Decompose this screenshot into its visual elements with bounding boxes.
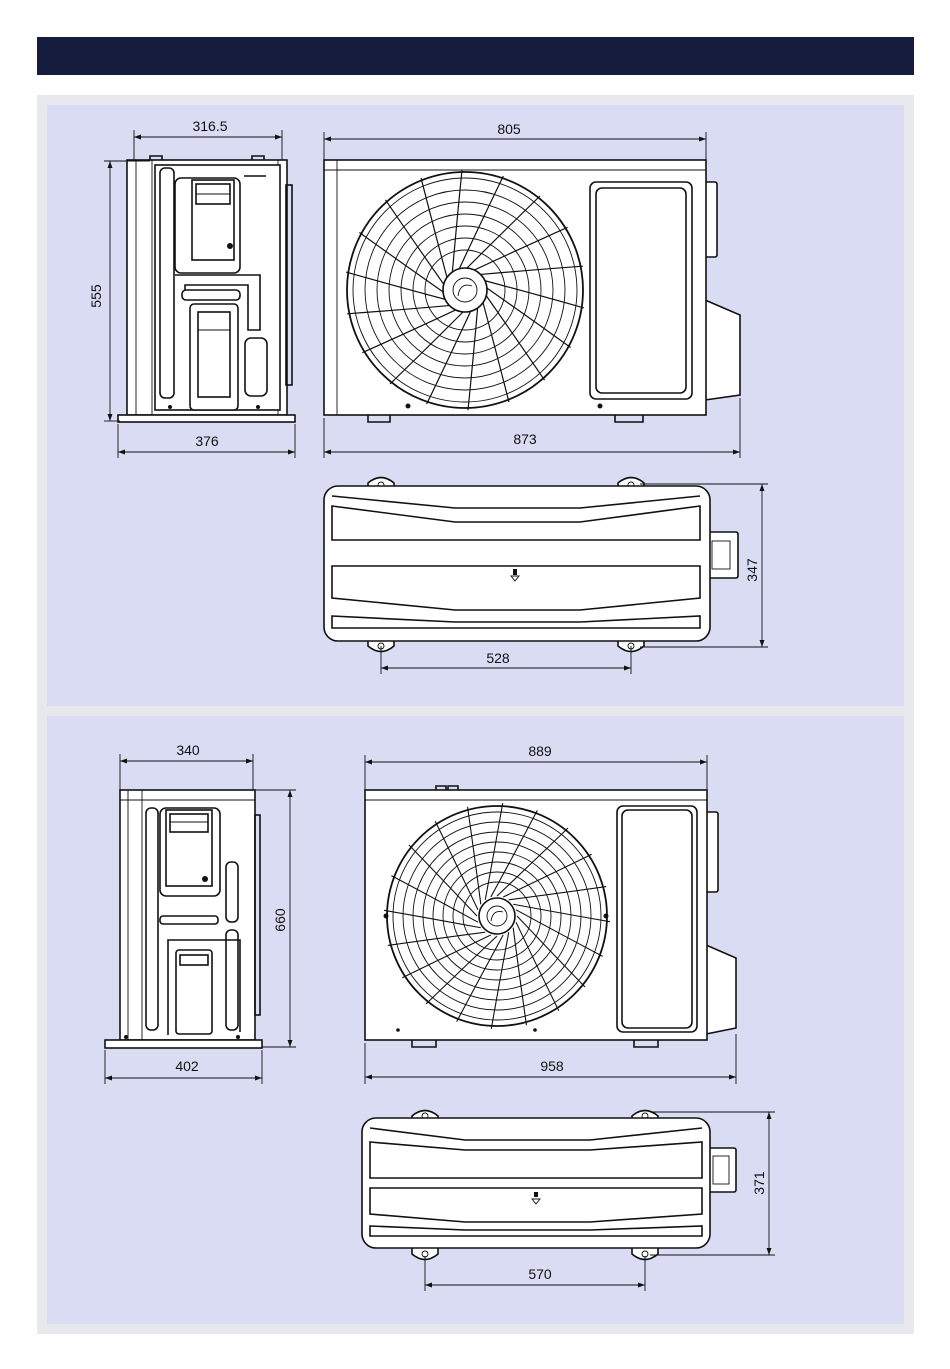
top-view-large [362, 1111, 736, 1260]
dim-front-total-width: 958 [365, 1034, 736, 1084]
fan-hub [479, 898, 515, 934]
dim-side-depth: 340 [120, 742, 253, 790]
dim-side-base: 402 [105, 1050, 262, 1084]
side-base [105, 1040, 262, 1048]
dim-label: 660 [272, 908, 288, 932]
dim-front-width: 889 [365, 743, 707, 790]
dim-label: 889 [528, 743, 552, 759]
side-view-large [105, 790, 262, 1048]
dim-label: 958 [540, 1058, 564, 1074]
service-panel [617, 806, 697, 1032]
dim-side-height: 660 [255, 790, 296, 1047]
front-view-large [365, 786, 736, 1047]
dim-label: 570 [528, 1266, 552, 1282]
dim-label: 340 [176, 742, 200, 758]
dim-label: 371 [751, 1171, 767, 1195]
dim-top-mount-span: 570 [425, 1256, 645, 1291]
dim-label: 402 [175, 1058, 199, 1074]
